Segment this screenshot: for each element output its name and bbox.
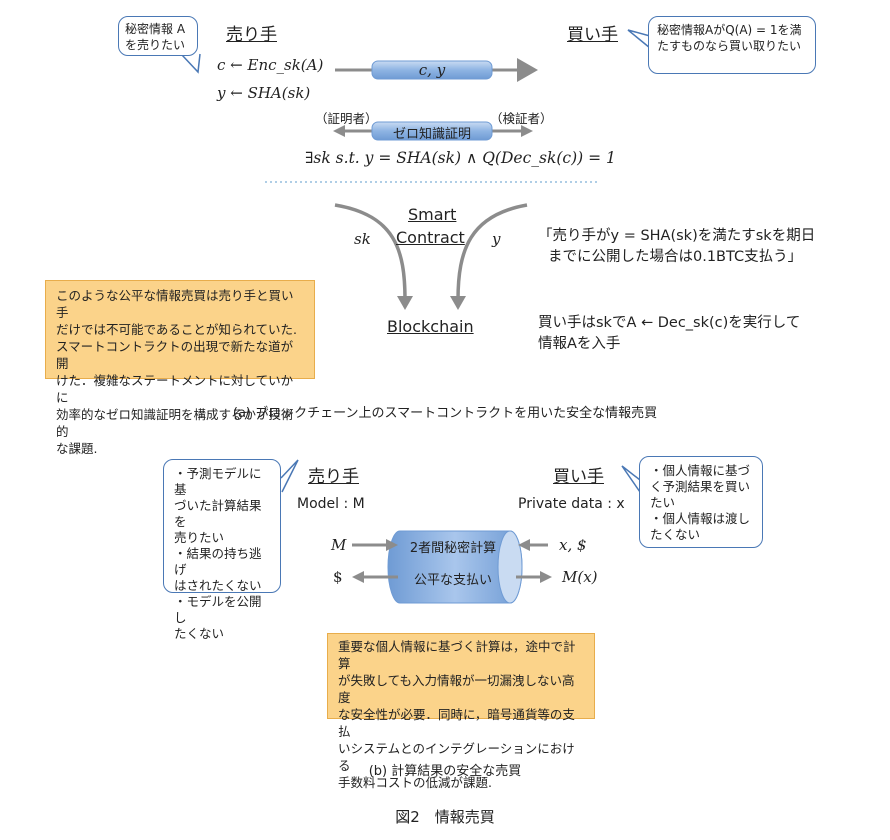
- note-b-line: が失敗しても入力情報が一切漏洩しない高度: [338, 673, 575, 705]
- buyer-bubble: 秘密情報AがQ(A) = 1を満たすものなら買い取りたい: [648, 16, 816, 74]
- prover-label: （証明者）: [315, 111, 378, 126]
- y-arrow-label: y: [492, 230, 501, 248]
- equation-y: y ← SHA(sk): [217, 84, 311, 102]
- cylinder-end: [497, 530, 523, 604]
- seller-bubble-b: ・予測モデルに基 づいた計算結果を 売りたい ・結果の持ち逃げ はされたくない …: [163, 459, 281, 641]
- seller-b-line: づいた計算結果を: [174, 498, 262, 529]
- output-mx-label: M(x): [562, 568, 598, 586]
- buyer-exec-line2: 情報Aを入手: [538, 336, 621, 352]
- note-b-line: 手数料コストの低減が課題.: [338, 775, 492, 790]
- figure-caption: 図2 情報売買: [395, 808, 495, 826]
- zk-statement: ∃sk s.t. y = SHA(sk) ∧ Q(Dec_sk(c)) = 1: [305, 149, 616, 167]
- verifier-label: （検証者）: [490, 111, 553, 126]
- sk-arrow: [334, 203, 407, 301]
- note-a-line: な課題.: [56, 441, 98, 456]
- sk-arrow-label: sk: [354, 230, 371, 248]
- caption-b: (b) 計算結果の安全な売買: [368, 764, 522, 779]
- buyer-b-line: ・個人情報は渡し: [650, 511, 751, 526]
- cylinder-label-2: 公平な支払い: [413, 573, 492, 588]
- seller-bubble-tail: [181, 53, 201, 74]
- note-a: このような公平な情報売買は売り手と買い手 だけでは不可能であることが知られていた…: [45, 280, 315, 456]
- seller-b-line: たくない: [174, 626, 225, 641]
- cylinder-label-1: 2者間秘密計算: [409, 541, 497, 556]
- in-right-arrowhead: [518, 539, 530, 551]
- pipe1: [371, 60, 493, 80]
- zk-pipe: [371, 121, 493, 141]
- out-right-arrowhead: [540, 571, 552, 583]
- zk-label: ゼロ知識証明: [392, 127, 471, 142]
- seller-title-b: 売り手: [308, 467, 359, 487]
- contract-text-line2: までに公開した場合は0.1BTC支払う」: [548, 249, 803, 265]
- buyer-b-bubble-tail: [621, 465, 641, 493]
- y-arrowhead: [450, 296, 466, 310]
- buyer-bubble-b: ・個人情報に基づ く予測結果を買い たい ・個人情報は渡し たくない: [639, 456, 763, 548]
- zk-arrowhead-right: [521, 125, 533, 137]
- private-data-label: Private data : x: [518, 496, 625, 512]
- buyer-bubble-tail: [627, 29, 651, 49]
- seller-b-bubble-tail: [280, 459, 299, 493]
- note-b-line: な安全性が必要．同時に，暗号通貨等の支払: [338, 707, 575, 739]
- seller-b-line: ・結果の持ち逃げ: [174, 546, 262, 577]
- seller-b-line: はされたくない: [174, 578, 262, 593]
- buyer-title-a: 買い手: [567, 25, 618, 45]
- input-m-label: M: [331, 536, 347, 554]
- output-dollar-label: $: [333, 568, 343, 586]
- caption-a: (a) ブロックチェーン上のスマートコントラクトを用いた安全な情報売買: [232, 406, 658, 421]
- note-b-line: 重要な個人情報に基づく計算は，途中で計算: [338, 639, 576, 671]
- blockchain-label: Blockchain: [387, 317, 474, 336]
- y-arrow: [456, 203, 528, 301]
- buyer-title-b: 買い手: [553, 467, 604, 487]
- smart-contract-line1: Smart: [408, 205, 457, 224]
- buyer-exec-line1: 買い手はskでA ← Dec_sk(c)を実行して: [538, 315, 801, 331]
- buyer-b-line: く予測結果を買い: [650, 479, 751, 494]
- buyer-bubble-text: 秘密情報AがQ(A) = 1を満たすものなら買い取りたい: [657, 23, 802, 53]
- note-a-line: けた．複雑なステートメントに対していかに: [56, 373, 294, 405]
- seller-bubble: 秘密情報 A を売りたい: [118, 16, 198, 56]
- seller-b-line: ・予測モデルに基: [174, 466, 262, 497]
- seller-title-a: 売り手: [226, 25, 277, 45]
- smart-contract-line2: Contract: [396, 228, 465, 247]
- input-x-label: x, $: [559, 536, 587, 554]
- note-a-line: スマートコントラクトの出現で新たな道が開: [56, 339, 294, 371]
- buyer-b-line: ・個人情報に基づ: [650, 463, 751, 478]
- in-left-arrowhead: [386, 539, 398, 551]
- seller-b-line: ・モデルを公開し: [174, 594, 262, 625]
- seller-b-line: 売りたい: [174, 530, 225, 545]
- out-left-arrowhead: [352, 571, 364, 583]
- note-a-line: 効率的なゼロ知識証明を構成するかが技術的: [56, 407, 294, 439]
- note-b: 重要な個人情報に基づく計算は，途中で計算 が失敗しても入力情報が一切漏洩しない高…: [327, 633, 595, 790]
- model-label: Model : M: [297, 496, 365, 512]
- buyer-b-line: たくない: [650, 527, 701, 542]
- buyer-b-line: たい: [650, 495, 676, 510]
- contract-text-line1: 「売り手がy = SHA(sk)を満たすskを期日: [538, 228, 816, 244]
- pipe1-label: c, y: [418, 61, 446, 79]
- note-a-line: だけでは不可能であることが知られていた.: [56, 322, 297, 337]
- note-b-line: いシステムとのインテグレーションにおける: [338, 741, 575, 773]
- note-a-line: このような公平な情報売買は売り手と買い手: [56, 288, 294, 320]
- equation-c: c ← Enc_sk(A): [217, 56, 324, 74]
- seller-bubble-text: 秘密情報 A を売りたい: [125, 22, 186, 52]
- zk-arrowhead-left: [333, 125, 345, 137]
- sk-arrowhead: [397, 296, 413, 310]
